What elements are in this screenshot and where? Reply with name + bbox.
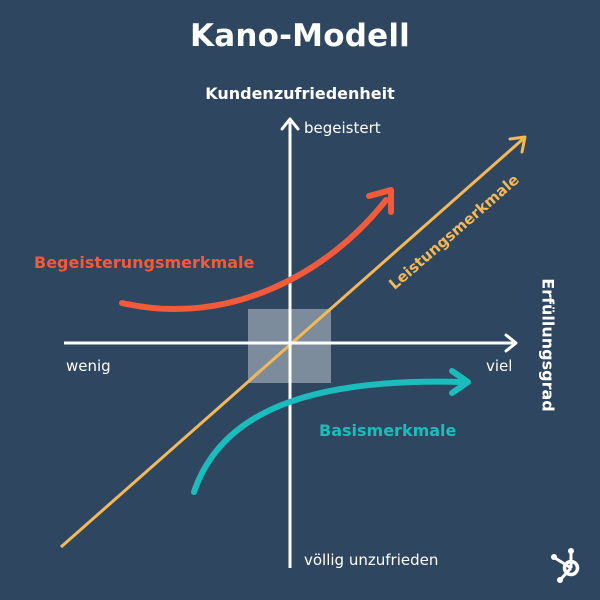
x-axis-left-label: wenig <box>66 357 111 375</box>
hubspot-sprocket-icon <box>551 548 580 583</box>
x-axis-arrowhead <box>504 333 518 353</box>
leistung-arrowhead <box>508 135 527 154</box>
y-axis-bottom-label: völlig unzufrieden <box>304 551 439 569</box>
basis-label: Basismerkmale <box>319 421 457 440</box>
x-axis-label: Erfüllungsgrad <box>538 278 558 412</box>
x-axis-right-label: viel <box>486 357 513 375</box>
y-axis-label: Kundenzufriedenheit <box>205 84 395 103</box>
basis-curve <box>191 378 465 495</box>
y-axis-arrowhead <box>280 117 300 131</box>
begeisterung-curve <box>119 197 389 313</box>
page-title: Kano-Modell <box>190 18 410 54</box>
basis-arrowhead <box>449 368 471 396</box>
begeisterung-label: Begeisterungsmerkmale <box>34 253 255 272</box>
y-axis-top-label: begeistert <box>304 119 381 137</box>
begeisterung-arrowhead <box>366 187 394 215</box>
